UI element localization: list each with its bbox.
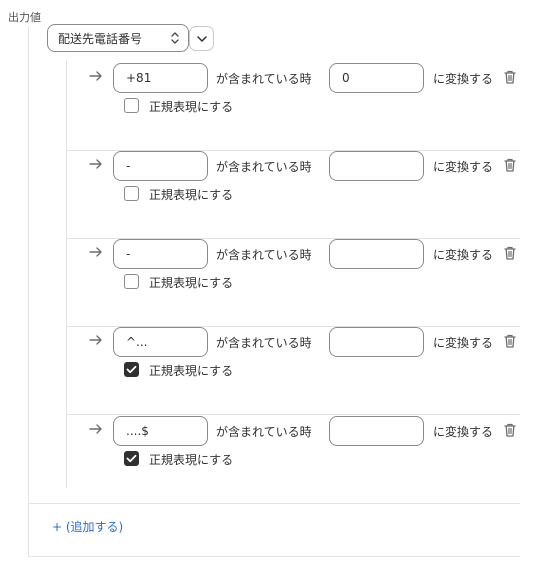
checkmark-icon xyxy=(126,454,137,463)
trash-icon[interactable] xyxy=(503,422,517,438)
arrow-right-icon xyxy=(89,424,102,434)
regex-checkbox[interactable] xyxy=(124,451,139,466)
convert-label: に変換する xyxy=(433,72,494,86)
rule-row: が含まれている時 に変換する 正規表現にする xyxy=(66,238,520,327)
rule-row: が含まれている時 に変換する 正規表現にする xyxy=(66,326,520,415)
checkmark-icon xyxy=(126,365,137,374)
match-text-input[interactable] xyxy=(113,416,208,446)
rules-bottom-divider xyxy=(28,503,520,504)
arrow-right-icon xyxy=(89,159,102,169)
chevron-down-icon xyxy=(196,35,207,42)
contains-label: が含まれている時 xyxy=(216,72,312,86)
trash-icon[interactable] xyxy=(503,245,517,261)
convert-label: に変換する xyxy=(433,425,494,439)
trash-icon[interactable] xyxy=(503,157,517,173)
add-rule-link[interactable]: + (追加する) xyxy=(52,520,124,534)
arrow-right-icon xyxy=(89,247,102,257)
match-text-input[interactable] xyxy=(113,239,208,269)
replace-text-input[interactable] xyxy=(329,327,424,357)
trash-icon[interactable] xyxy=(503,69,517,85)
rule-row: が含まれている時 に変換する 正規表現にする xyxy=(66,415,520,503)
convert-label: に変換する xyxy=(433,336,494,350)
trash-icon[interactable] xyxy=(503,333,517,349)
select-updown-icon xyxy=(171,32,179,44)
regex-checkbox[interactable] xyxy=(124,274,139,289)
contains-label: が含まれている時 xyxy=(216,160,312,174)
rule-row: が含まれている時 に変換する 正規表現にする xyxy=(66,62,520,151)
regex-checkbox[interactable] xyxy=(124,362,139,377)
arrow-right-icon xyxy=(89,71,102,81)
rules-divider xyxy=(66,60,67,488)
replace-text-input[interactable] xyxy=(329,416,424,446)
regex-label: 正規表現にする xyxy=(149,453,234,467)
field-select-value: 配送先電話番号 xyxy=(58,31,143,46)
outer-divider xyxy=(28,26,29,557)
regex-label: 正規表現にする xyxy=(149,276,234,290)
contains-label: が含まれている時 xyxy=(216,425,312,439)
regex-checkbox[interactable] xyxy=(124,98,139,113)
match-text-input[interactable] xyxy=(113,327,208,357)
expand-toggle-button[interactable] xyxy=(189,26,214,51)
output-label: 出力値 xyxy=(8,11,41,24)
contains-label: が含まれている時 xyxy=(216,336,312,350)
replace-text-input[interactable] xyxy=(329,151,424,181)
match-text-input[interactable] xyxy=(113,151,208,181)
convert-label: に変換する xyxy=(433,160,494,174)
replace-text-input[interactable] xyxy=(329,63,424,93)
arrow-right-icon xyxy=(89,335,102,345)
regex-label: 正規表現にする xyxy=(149,188,234,202)
field-select[interactable]: 配送先電話番号 xyxy=(47,24,189,52)
convert-label: に変換する xyxy=(433,248,494,262)
regex-label: 正規表現にする xyxy=(149,364,234,378)
replace-text-input[interactable] xyxy=(329,239,424,269)
regex-checkbox[interactable] xyxy=(124,186,139,201)
regex-label: 正規表現にする xyxy=(149,100,234,114)
contains-label: が含まれている時 xyxy=(216,248,312,262)
rule-row: が含まれている時 に変換する 正規表現にする xyxy=(66,150,520,239)
section-bottom-divider xyxy=(28,556,520,557)
match-text-input[interactable] xyxy=(113,63,208,93)
